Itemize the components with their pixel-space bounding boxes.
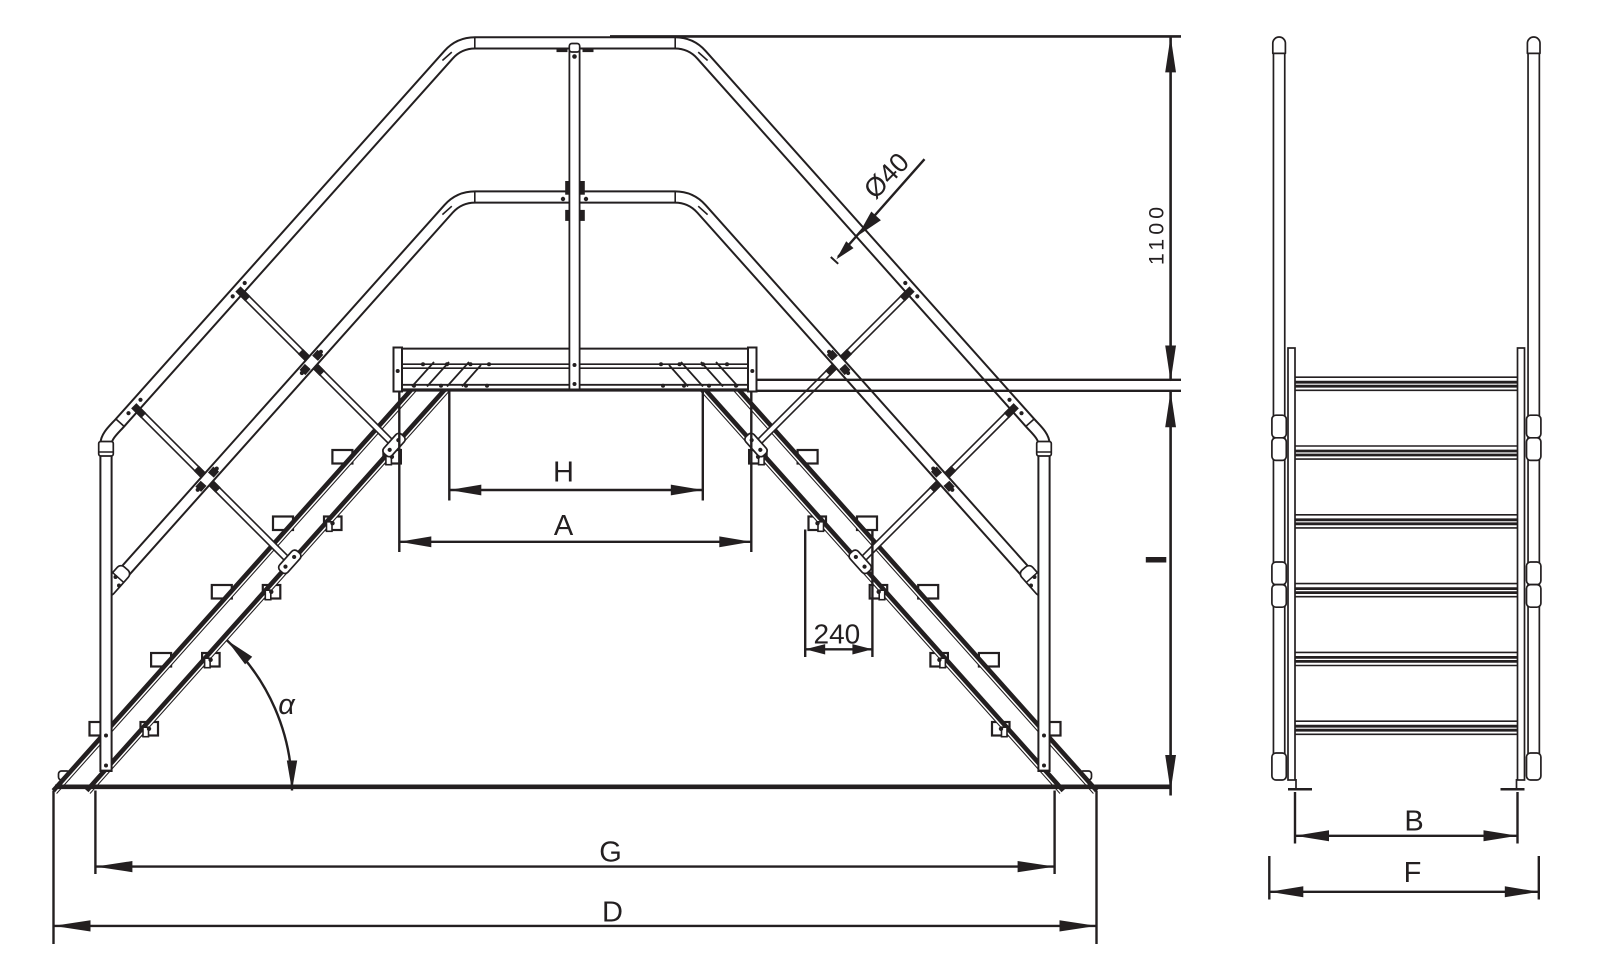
svg-text:1100: 1100 (1145, 203, 1169, 265)
svg-text:240: 240 (814, 619, 861, 650)
svg-text:α: α (278, 689, 296, 721)
svg-text:F: F (1404, 857, 1422, 889)
svg-text:A: A (554, 510, 574, 542)
svg-text:G: G (599, 837, 622, 869)
svg-text:D: D (602, 897, 623, 929)
svg-text:H: H (553, 457, 574, 489)
svg-text:B: B (1404, 806, 1423, 838)
